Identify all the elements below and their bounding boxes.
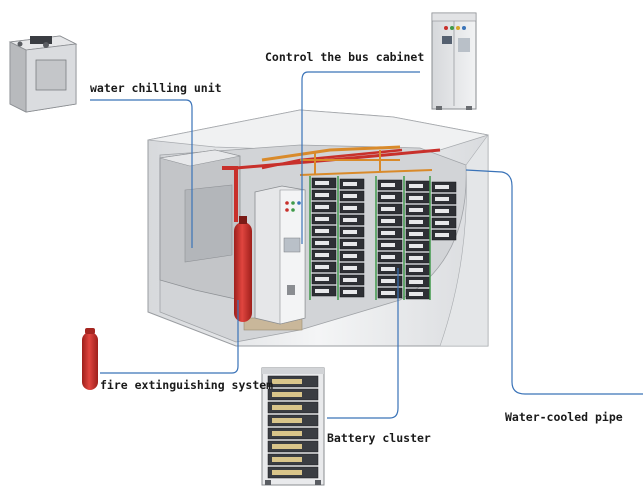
battery-module-face <box>435 197 449 201</box>
battery-module-face <box>315 229 329 233</box>
battery-module-face <box>435 221 449 225</box>
battery-module-face <box>381 255 395 259</box>
battery-module-face <box>409 292 423 296</box>
battery-module-face <box>435 209 449 213</box>
cluster-module-face <box>272 392 302 397</box>
inner-control-cabinet <box>254 185 306 325</box>
battery-module-face <box>315 205 329 209</box>
water-chilling-unit-image <box>8 35 78 113</box>
battery-module-face <box>343 290 357 294</box>
battery-rack-column <box>429 176 457 300</box>
battery-cluster-image <box>261 367 325 486</box>
battery-module-face <box>315 289 329 293</box>
battery-module-face <box>381 267 395 271</box>
battery-rack-column <box>337 176 365 300</box>
battery-module-face <box>315 193 329 197</box>
battery-module-face <box>343 182 357 186</box>
cluster-module-face <box>272 457 302 462</box>
leader-water-chilling <box>90 99 193 248</box>
battery-module-face <box>343 218 357 222</box>
battery-module-face <box>409 208 423 212</box>
battery-module-face <box>343 278 357 282</box>
leader-control-cabinet <box>301 71 420 244</box>
battery-module-face <box>381 219 395 223</box>
battery-module-face <box>409 232 423 236</box>
battery-module-face <box>409 244 423 248</box>
fire-extinguisher-image <box>82 328 98 390</box>
battery-module-face <box>315 277 329 281</box>
leader-water-cooled-pipe <box>465 169 643 395</box>
cluster-module-face <box>272 470 302 475</box>
battery-module-face <box>435 185 449 189</box>
battery-module-face <box>409 280 423 284</box>
battery-rack-column <box>309 176 337 300</box>
battery-module-face <box>409 268 423 272</box>
battery-racks <box>309 176 457 300</box>
battery-module-face <box>315 241 329 245</box>
control-bus-cabinet-image <box>431 12 477 110</box>
battery-module-face <box>315 265 329 269</box>
battery-module-face <box>343 230 357 234</box>
leader-lines <box>90 71 643 419</box>
cluster-module-face <box>272 405 302 410</box>
battery-module-face <box>381 231 395 235</box>
battery-module-face <box>343 266 357 270</box>
battery-module-face <box>381 207 395 211</box>
label-control-bus-cabinet: Control the bus cabinet <box>265 50 424 64</box>
battery-module-face <box>343 242 357 246</box>
battery-module-face <box>343 194 357 198</box>
cluster-module-face <box>272 379 302 384</box>
cluster-module-face <box>272 431 302 436</box>
battery-module-face <box>409 220 423 224</box>
label-water-chilling-unit: water chilling unit <box>90 81 222 95</box>
battery-rack-column <box>375 176 403 300</box>
battery-module-face <box>381 243 395 247</box>
inner-fire-extinguisher <box>234 216 252 322</box>
battery-module-face <box>315 253 329 257</box>
cluster-module-face <box>272 444 302 449</box>
cluster-module-face <box>272 418 302 423</box>
battery-rack-column <box>403 176 431 300</box>
battery-module-face <box>381 291 395 295</box>
battery-module-face <box>381 195 395 199</box>
leader-battery-cluster <box>327 268 399 419</box>
battery-module-face <box>315 217 329 221</box>
battery-module-face <box>381 183 395 187</box>
label-water-cooled-pipe: Water-cooled pipe <box>505 410 623 424</box>
battery-module-face <box>409 184 423 188</box>
battery-module-face <box>343 206 357 210</box>
battery-module-face <box>409 196 423 200</box>
label-fire-extinguishing-system: fire extinguishing system <box>100 378 273 392</box>
battery-module-face <box>315 181 329 185</box>
battery-module-face <box>409 256 423 260</box>
battery-module-face <box>435 233 449 237</box>
battery-module-face <box>343 254 357 258</box>
orange-manifold <box>261 145 433 176</box>
label-battery-cluster: Battery cluster <box>327 431 431 445</box>
battery-module-face <box>381 279 395 283</box>
leader-fire-extinguishing <box>100 300 239 374</box>
